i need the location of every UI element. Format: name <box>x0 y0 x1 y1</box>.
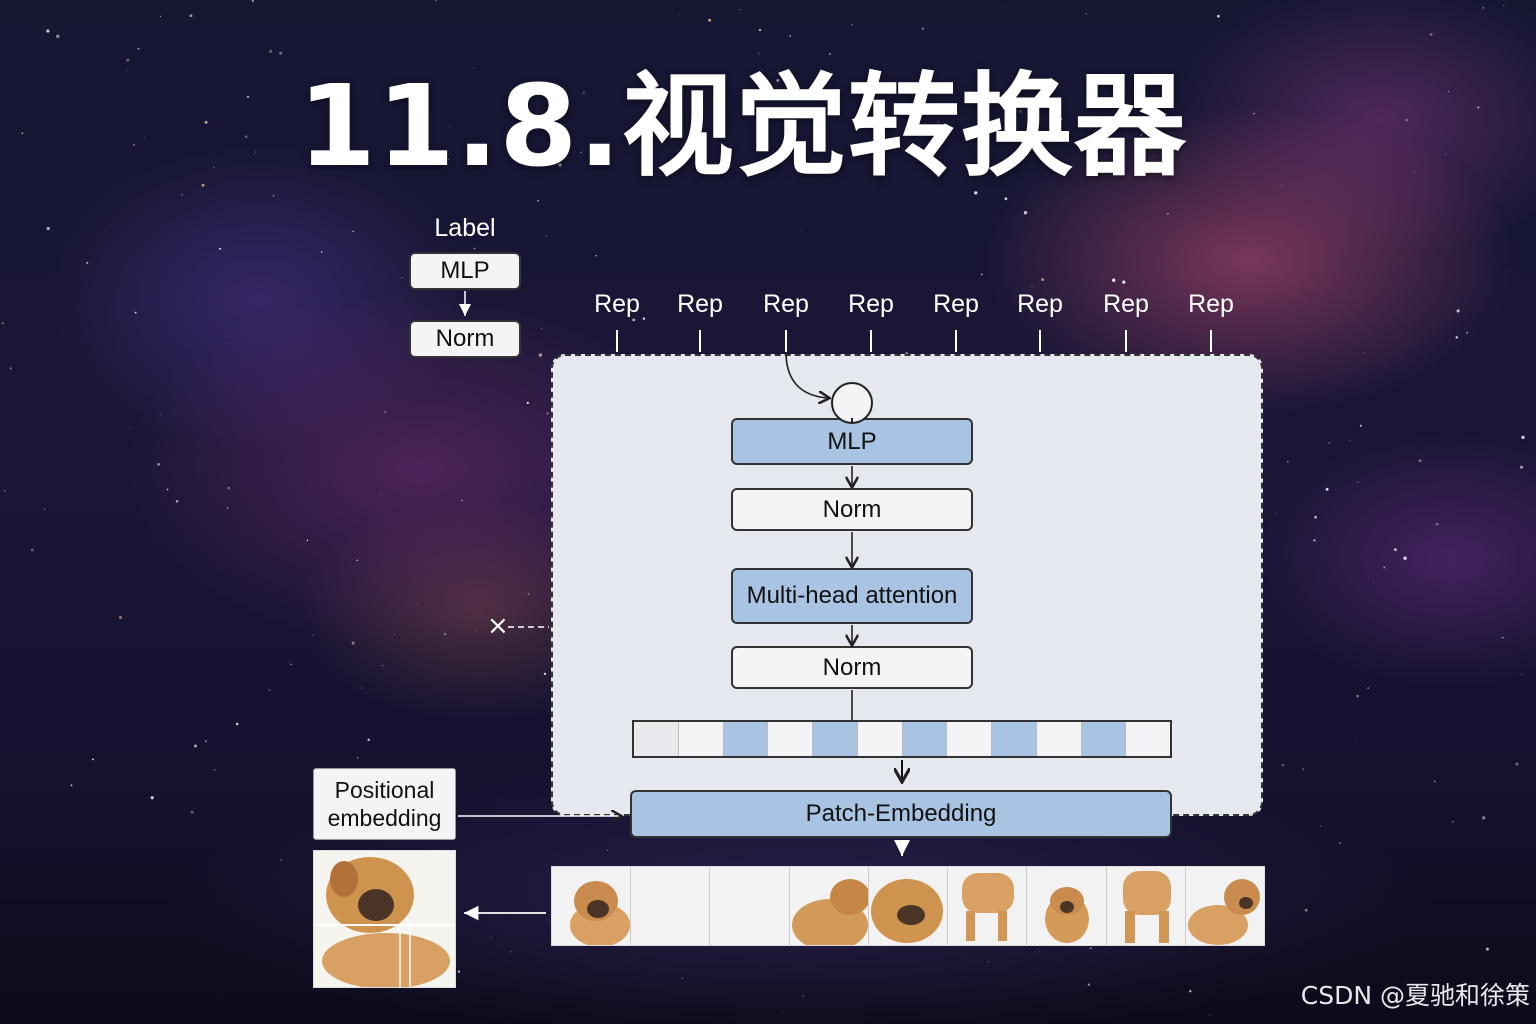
token-cell <box>1081 722 1127 756</box>
input-dog-image <box>313 850 456 988</box>
rep-label: Rep <box>594 290 640 318</box>
rep-label: Rep <box>1103 290 1149 318</box>
watermark: CSDN @夏驰和徐策 <box>1300 981 1530 1010</box>
positional-embedding-box: Positional embedding <box>313 768 456 840</box>
rep-label: Rep <box>763 290 809 318</box>
token-cell <box>902 722 948 756</box>
label-text: Label <box>434 214 496 242</box>
image-patches-strip <box>551 866 1265 946</box>
token-cell <box>813 722 858 756</box>
token-cell <box>858 722 903 756</box>
rep-label: Rep <box>848 290 894 318</box>
head-norm-box: Norm <box>409 320 521 358</box>
image-patch <box>869 867 949 945</box>
token-cell <box>947 722 992 756</box>
page-title: 11.8.视觉转换器 <box>298 62 1187 192</box>
image-patch <box>1107 867 1186 945</box>
token-cell <box>768 722 813 756</box>
token-cell <box>723 722 769 756</box>
token-sequence <box>632 720 1172 758</box>
rep-label: Rep <box>677 290 723 318</box>
rep-label: Rep <box>933 290 979 318</box>
image-patch <box>1186 867 1264 945</box>
patch-embedding-box: Patch-Embedding <box>630 790 1172 838</box>
token-cell <box>992 722 1037 756</box>
image-patch <box>631 867 711 945</box>
token-cell <box>679 722 724 756</box>
encoder-norm-bottom-box: Norm <box>731 646 973 689</box>
token-cell <box>1037 722 1082 756</box>
encoder-mlp-box: MLP <box>731 418 973 465</box>
image-patch <box>948 867 1028 945</box>
image-patch <box>710 867 790 945</box>
multi-head-attention-box: Multi-head attention <box>731 568 973 624</box>
image-patch <box>552 867 632 945</box>
repeat-marker: × <box>487 611 509 641</box>
token-cell <box>634 722 679 756</box>
rep-label: Rep <box>1188 290 1234 318</box>
image-patch <box>790 867 869 945</box>
head-mlp-box: MLP <box>409 252 521 290</box>
image-patch <box>1027 867 1107 945</box>
rep-label: Rep <box>1017 290 1063 318</box>
